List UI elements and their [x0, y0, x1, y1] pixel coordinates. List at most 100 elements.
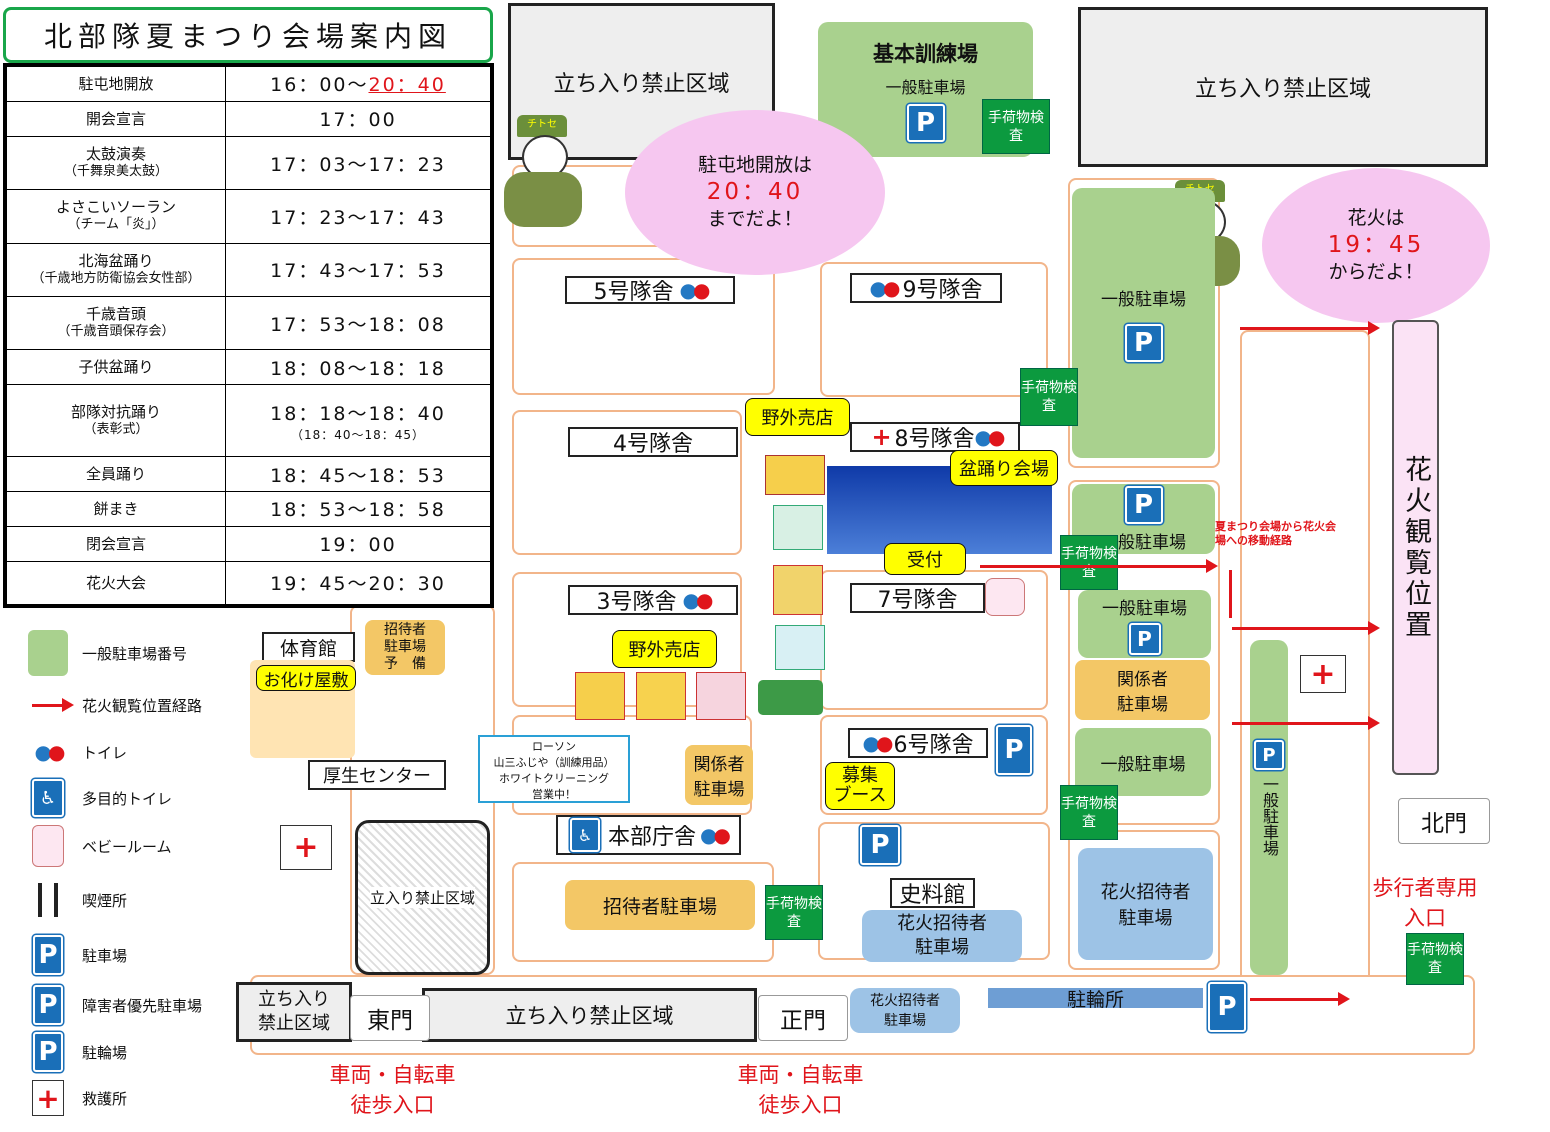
barracks-9-label: 9号隊舎: [902, 278, 983, 303]
schedule-event: 餅まき: [6, 490, 226, 527]
legend-row: ●● トイレ: [28, 729, 250, 775]
bon-odori-venue-label: 盆踊り会場: [950, 450, 1058, 486]
legend-row: P 駐輪場: [28, 1029, 250, 1075]
food-stall: [765, 455, 825, 495]
accessible-parking-icon: P: [996, 725, 1032, 775]
event-time: 18：53～18：58: [270, 499, 446, 522]
north-gate-label: 北門: [1421, 811, 1467, 837]
fireworks-guest-parking-center: 花火招待者 駐車場: [862, 910, 1022, 962]
barracks-4: 4号隊舎: [568, 427, 738, 457]
staff-parking-label: 関係者: [693, 755, 745, 775]
first-aid-station-left: +: [280, 825, 332, 870]
staff-parking-label: 駐車場: [1117, 695, 1168, 715]
event-performer: （チーム「炎」）: [67, 217, 165, 233]
event-performer: （千歳音頭保存会）: [57, 324, 175, 340]
event-time-end: 20：40: [368, 74, 446, 97]
schedule-event: 太鼓演奏（千舞泉美太鼓）: [6, 135, 226, 191]
parking-icon: P: [906, 103, 945, 142]
toilet-icon: ●●: [679, 278, 711, 302]
bubble-time: 19：45: [1327, 232, 1425, 258]
event-time: 19：00: [319, 534, 397, 557]
legend-label: 喫煙所: [82, 891, 128, 910]
parking-icon: P: [33, 935, 63, 975]
recruit-label: ブース: [833, 785, 887, 806]
event-time: 19：45～20：30: [270, 573, 446, 596]
bag-check-station: 手荷物検査: [1060, 785, 1118, 840]
event-name: 太鼓演奏: [85, 145, 146, 163]
food-stall: [775, 625, 825, 670]
bag-check-label: 手荷物検査: [1061, 795, 1117, 830]
north-gate: 北門: [1398, 798, 1490, 844]
event-name: 北海盆踊り: [78, 251, 154, 270]
route-arrow: [980, 559, 1218, 573]
bicycle-parking-label: 駐輪所: [1066, 988, 1124, 1011]
bicycle-parking-area: 駐輪所: [988, 988, 1203, 1011]
mascot-left: チトセ: [492, 110, 592, 230]
legend-label: 花火観覧位置経路: [82, 696, 203, 715]
staff-parking-label: 関係者: [1117, 670, 1168, 690]
vehicle-entry-main: 車両・自転車 徒歩入口: [708, 1060, 893, 1120]
training-parking-label: 一般駐車場: [885, 77, 966, 97]
legend-label: 一般駐車場番号: [82, 644, 188, 663]
legend-row: ベビールーム: [28, 821, 250, 871]
toilet-icon: ●●: [862, 731, 894, 755]
shop-info-line: ホワイトクリーニング: [499, 772, 609, 785]
vehicle-entry-east: 車両・自転車 徒歩入口: [300, 1060, 485, 1120]
reception-label: 受付: [884, 543, 966, 575]
schedule-row: 部隊対抗踊り（表彰式）18：18～18：40（18：40～18：45）: [6, 384, 491, 458]
event-name: 駐屯地開放: [78, 74, 154, 93]
schedule-time: 17：00: [225, 100, 491, 137]
forbidden-zone-label: 立ち入り禁止区域: [553, 71, 730, 97]
schedule-event: 全員踊り: [6, 456, 226, 492]
event-name: 開会宣言: [85, 109, 146, 128]
fw-guest-parking-label: 花火招待者: [1100, 882, 1191, 903]
event-time: 17：23～17：43: [270, 206, 446, 229]
general-parking-label: 一般駐車場: [1101, 532, 1186, 553]
legend-row: P 駐車場: [28, 929, 250, 981]
legend-row: P 障害者優先駐車場: [28, 981, 250, 1029]
barracks-8: +8号隊舎●●: [850, 422, 1020, 452]
shop-info-line: 営業中！: [532, 788, 576, 801]
bicycle-parking-icon: P: [33, 1032, 63, 1072]
legend-row: 花火観覧位置経路: [28, 681, 250, 729]
event-name: 餅まき: [93, 499, 139, 518]
route-arrow: [1232, 621, 1380, 635]
forbidden-zone-gate-left: 立ち入り 禁止区域: [236, 982, 352, 1042]
parking-icon: P: [1124, 323, 1163, 362]
guest-parking-reserve: 招待者 駐車場 予 備: [365, 620, 445, 675]
event-name: 千歳音頭: [85, 305, 146, 324]
route-arrow-down: [1229, 570, 1232, 618]
forbidden-zone-bottom: 立ち入り禁止区域: [422, 988, 757, 1042]
route-arrow: [1232, 716, 1380, 730]
barracks-8-label: 8号隊舎: [894, 427, 975, 452]
event-name: よさこいソーラン: [55, 198, 176, 217]
schedule-time: 16：00～20：40: [225, 66, 491, 102]
bubble-time: 20：40: [706, 179, 804, 205]
parking-icon: P: [1128, 622, 1161, 655]
legend-icon: [28, 883, 68, 917]
legend-icon: +: [28, 1080, 68, 1116]
mascot-cap: チトセ: [517, 115, 567, 137]
forbidden-zone-label: 禁止区域: [258, 1013, 330, 1034]
barracks-5-label: 5号隊舎: [593, 280, 674, 305]
parking-icon: P: [1254, 740, 1284, 770]
recruit-label: 募集: [842, 765, 878, 786]
smoking-icon: [38, 883, 58, 917]
schedule-time: 19：00: [225, 525, 491, 562]
training-ground-label: 基本訓練場: [873, 41, 978, 66]
schedule-event: 花火大会: [6, 560, 226, 606]
general-parking-d: 一般駐車場: [1075, 728, 1211, 796]
baby-room-icon: [985, 578, 1025, 616]
map-title: 北部隊夏まつり会場案内図: [3, 7, 493, 63]
outdoor-stall-label-1: 野外売店: [745, 398, 850, 436]
fw-guest-parking-label: 花火招待者: [870, 992, 940, 1009]
schedule-row: 駐屯地開放 16：00～20：40: [6, 66, 491, 102]
schedule-row: 開会宣言 17：00: [6, 100, 491, 137]
welfare-center-label: 厚生センター: [323, 766, 431, 787]
forbidden-zone-label: 立ち入り禁止区域: [505, 1004, 674, 1028]
event-time: 18：45～18：53: [270, 464, 446, 487]
accessible-parking-icon: P: [33, 985, 63, 1025]
main-gate: 正門: [758, 995, 848, 1041]
recruitment-booth: 募集 ブース: [825, 762, 895, 810]
schedule-event: 子供盆踊り: [6, 349, 226, 386]
